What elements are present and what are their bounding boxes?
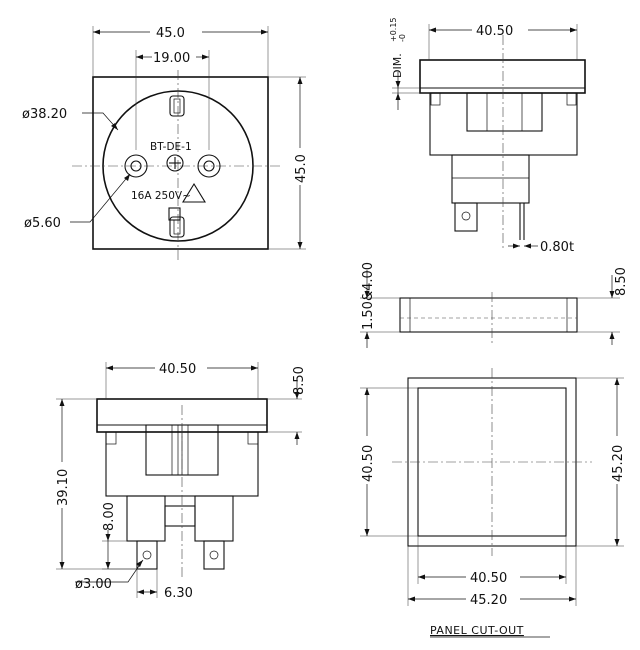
front-height-dim [268, 76, 306, 250]
front-width-label: 45.0 [156, 26, 185, 41]
cutout-outer-width-label: 45.20 [470, 593, 507, 608]
bottom-width-label: 40.50 [159, 362, 196, 377]
cutout-inner-height-label: 40.50 [361, 445, 376, 482]
pin-thickness-label: 0.80t [540, 240, 574, 255]
pin-spacing-dim [135, 50, 210, 150]
terminal-width-dim [136, 569, 158, 598]
cutout-inner-height-dim [360, 387, 418, 537]
bottom-height-label: 39.10 [56, 469, 71, 506]
front-view [72, 70, 282, 262]
bottom-width-dim [105, 362, 259, 399]
pin-thickness-dim [508, 243, 538, 249]
dim-label: DIM. [391, 53, 404, 78]
hole-diameter-label: ø3.00 [75, 577, 112, 592]
pin-hole-diameter-label: ø5.60 [24, 216, 61, 231]
flange-label: 8.50 [292, 366, 307, 395]
cutout-outer-height-dim [576, 377, 624, 547]
terminal-width-label: 6.30 [164, 586, 193, 601]
panel-depth-label: 8.50 [614, 267, 629, 296]
flange-dim [267, 380, 302, 445]
tolerance-lower: -0 [398, 34, 407, 42]
front-height-label: 45.0 [294, 154, 309, 183]
terminal-length-label: 8.00 [102, 502, 117, 531]
cutout-outer-width-dim [407, 546, 577, 606]
terminal-length-dim [102, 530, 137, 570]
side-width-dim [428, 24, 578, 60]
cutout-outer-height-label: 45.20 [611, 445, 626, 482]
side-view [419, 35, 586, 250]
panel-depth-dim [577, 275, 620, 345]
side-width-label: 40.50 [476, 24, 513, 39]
tolerance-upper: +0.15 [389, 17, 398, 42]
panel-side-view [399, 292, 578, 345]
dim-tolerance [392, 72, 430, 110]
pin-spacing-label: 19.00 [153, 51, 190, 66]
cutout-inner-width-label: 40.50 [470, 571, 507, 586]
front-width-dim [92, 26, 269, 77]
bottom-view [96, 398, 268, 580]
recess-diameter-label: ø38.20 [22, 107, 67, 122]
rating-label: 16A 250V~ [131, 190, 191, 202]
panel-thickness-dim [360, 270, 400, 348]
model-label: BT-DE-1 [150, 141, 192, 153]
panel-cutout [392, 368, 592, 556]
panel-thickness-label: 1.50&4.00 [361, 262, 376, 330]
cutout-inner-width-dim [417, 536, 567, 584]
panel-cutout-title: PANEL CUT-OUT [430, 624, 524, 637]
